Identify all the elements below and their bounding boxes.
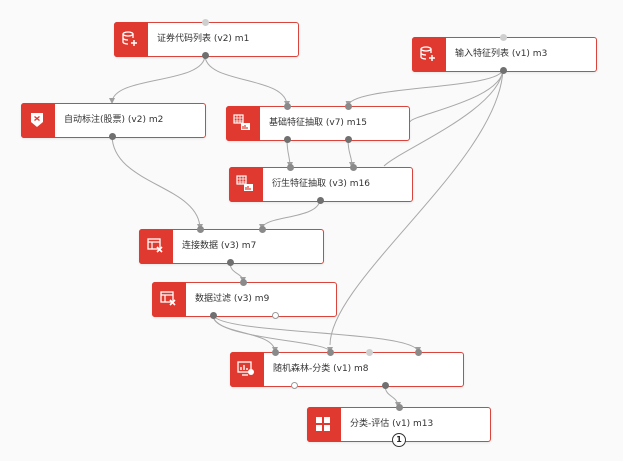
node-label: 衍生特征抽取 (v3) m16 [272,179,371,189]
node-label: 自动标注(股票) (v2) m2 [64,115,164,125]
node-label: 分类-评估 (v1) m13 [350,419,434,429]
output-port[interactable] [382,382,389,389]
table-filter-icon [152,282,186,317]
node-label: 数据过滤 (v3) m9 [195,294,270,304]
input-port[interactable] [272,349,279,356]
node-label: 随机森林-分类 (v1) m8 [273,364,369,374]
edge-m9-m8c [212,314,421,353]
output-port[interactable] [284,136,291,143]
edge-m1-m2 [109,54,206,104]
node-m13[interactable]: 分类-评估 (v1) m13 1 [307,404,491,447]
input-port[interactable] [284,103,291,110]
edge-m2-m7 [111,134,203,230]
node-m7[interactable]: 连接数据 (v3) m7 [139,226,324,266]
edge-m9-m8b [212,314,333,353]
input-port[interactable] [366,349,373,356]
input-port[interactable] [396,404,403,411]
feature-grid-icon [226,106,260,141]
grid-windows-icon [307,407,341,442]
chart-monitor-icon [230,352,264,387]
node-m1[interactable]: 证券代码列表 (v2) m1 [114,19,299,59]
input-port[interactable] [350,164,357,171]
node-label: 基础特征抽取 (v7) m15 [269,118,368,128]
database-add-icon [412,37,446,72]
label-down-icon [21,103,55,138]
output-port[interactable] [227,259,234,266]
edge-m3-m15b [409,68,504,123]
output-port[interactable] [500,67,507,74]
node-m16[interactable]: 衍生特征抽取 (v3) m16 [229,164,413,204]
table-join-icon [139,229,173,264]
database-add-icon [114,22,148,57]
input-port[interactable] [345,103,352,110]
edge-m15-m16b [347,138,355,168]
input-port[interactable] [327,349,334,356]
input-port[interactable] [197,226,204,233]
input-port[interactable] [259,226,266,233]
node-m15[interactable]: 基础特征抽取 (v7) m15 [226,103,410,143]
node-label: 输入特征列表 (v1) m3 [455,49,548,59]
output-port-empty[interactable] [272,312,279,319]
node-label: 证券代码列表 (v2) m1 [157,34,250,44]
edge-m9-m8a [212,314,278,353]
feature-grid-icon [229,167,263,202]
edge-m16-m7 [259,198,321,230]
output-port[interactable] [109,133,116,140]
node-label: 连接数据 (v3) m7 [182,241,257,251]
input-port[interactable] [202,19,209,26]
output-port[interactable] [210,312,217,319]
input-port[interactable] [287,164,294,171]
node-m3[interactable]: 输入特征列表 (v1) m3 [412,34,597,74]
edge-m3-m15a [345,68,504,107]
output-port[interactable] [202,52,209,59]
count-badge: 1 [392,433,406,447]
input-port[interactable] [500,34,507,41]
edge-m15-m16a [286,138,293,168]
input-port[interactable] [240,279,247,286]
output-port[interactable] [317,197,324,204]
node-m8[interactable]: 随机森林-分类 (v1) m8 [230,349,464,389]
edge-m1-m15 [204,54,290,107]
output-port[interactable] [345,136,352,143]
node-m9[interactable]: 数据过滤 (v3) m9 [152,279,337,319]
node-m2[interactable]: 自动标注(股票) (v2) m2 [21,103,206,140]
output-port-empty[interactable] [291,382,298,389]
input-port[interactable] [415,349,422,356]
